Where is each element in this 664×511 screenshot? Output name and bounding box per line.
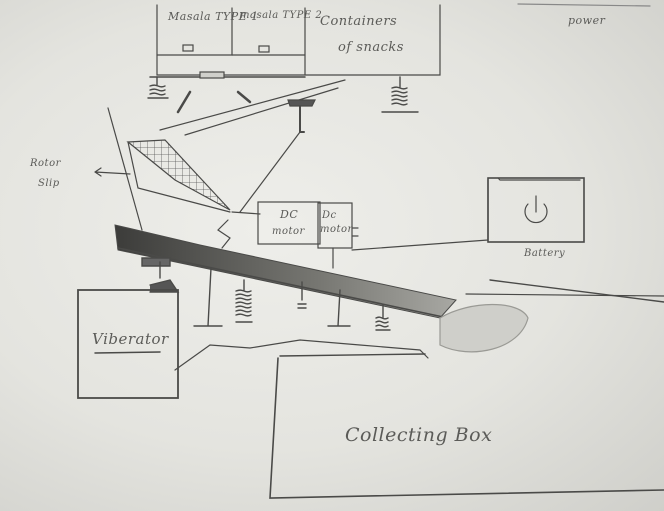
label-container-2: of snacks: [338, 40, 404, 55]
dc-motors: [257, 179, 489, 269]
collecting-box: [269, 353, 664, 499]
tray-supports: [141, 257, 391, 331]
masala-hopper-boxes: [149, 3, 651, 79]
label-masala-type-2: masala TYPE 2: [240, 10, 323, 21]
label-dc-motor-1: DC: [280, 208, 299, 221]
feed-chute: [107, 79, 346, 249]
label-slip: Slip: [38, 178, 60, 189]
label-masala-type-1: Masala TYPE 1: [168, 10, 259, 23]
label-collecting-box: Collecting Box: [345, 424, 493, 446]
vibrating-tray: [114, 224, 664, 353]
label-dc-motor-1b: motor: [272, 226, 305, 237]
battery-box: [487, 177, 585, 243]
label-container: Containers: [320, 14, 398, 29]
label-battery: Battery: [524, 248, 566, 259]
vibrator-box: [77, 289, 429, 399]
rotor-slip-sieve: [94, 139, 231, 213]
label-dc-motor-2b: motor: [320, 224, 353, 235]
hopper-springs: [147, 76, 419, 114]
label-rotor: Rotor: [30, 158, 61, 169]
label-dc-motor-2: Dc: [322, 210, 337, 221]
label-power: power: [568, 14, 606, 27]
label-viberator: Viberator: [92, 330, 169, 348]
